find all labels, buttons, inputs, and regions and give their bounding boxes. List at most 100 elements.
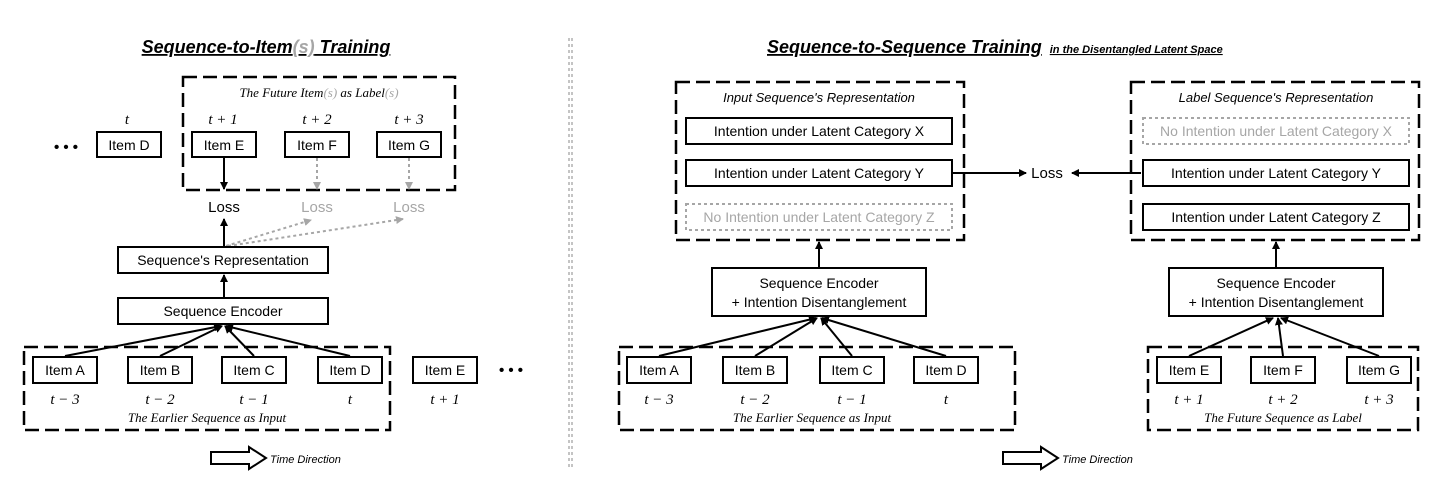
t-label-input: t − 2 bbox=[145, 392, 175, 408]
t-label-input: t bbox=[944, 392, 949, 408]
arrow-item-to-encoder bbox=[224, 325, 255, 357]
intention-row-label: Intention under Latent Category Y bbox=[1171, 165, 1382, 181]
t-label-input: t + 1 bbox=[430, 392, 459, 408]
item-box bbox=[1250, 356, 1316, 384]
intention-row-label: Intention under Latent Category Z bbox=[1171, 209, 1381, 225]
item-label: Item F bbox=[1263, 362, 1303, 378]
t-label-top: t bbox=[125, 112, 130, 128]
arrow-item-to-encoder bbox=[159, 325, 223, 357]
sequence-encoder-box bbox=[1168, 267, 1384, 317]
item-label: Item G bbox=[388, 137, 430, 153]
item-label: Item D bbox=[925, 362, 966, 378]
time-direction-arrow bbox=[1002, 445, 1060, 471]
item-label: Item B bbox=[140, 362, 180, 378]
item-label: Item E bbox=[204, 137, 244, 153]
arrow-rep-to-loss bbox=[225, 218, 312, 247]
label-representation-title: Label Sequence's Representation bbox=[1179, 90, 1374, 105]
intention-row bbox=[1142, 203, 1410, 231]
intention-row bbox=[685, 203, 953, 231]
label-representation-frame bbox=[1129, 80, 1421, 242]
arrow-item-to-encoder bbox=[1280, 316, 1380, 357]
item-box bbox=[127, 356, 193, 384]
future-items-frame bbox=[181, 75, 457, 192]
time-direction-label: Time Direction bbox=[1062, 454, 1133, 466]
item-label: Item C bbox=[831, 362, 872, 378]
intention-row-label: Intention under Latent Category Y bbox=[714, 165, 925, 181]
item-box bbox=[913, 356, 979, 384]
label-sequence-caption: The Future Sequence as Label bbox=[1204, 410, 1362, 425]
t-label-label: t + 2 bbox=[1268, 392, 1298, 408]
item-label: Item D bbox=[108, 137, 149, 153]
item-box bbox=[626, 356, 692, 384]
item-label: Item B bbox=[735, 362, 775, 378]
t-label-label: t + 1 bbox=[1174, 392, 1203, 408]
time-direction-label: Time Direction bbox=[270, 454, 341, 466]
input-sequence-caption: The Earlier Sequence as Input bbox=[128, 410, 287, 425]
sequence-encoder-label: + Intention Disentanglement bbox=[732, 294, 907, 310]
item-box bbox=[221, 356, 287, 384]
arrow-item-to-encoder bbox=[754, 317, 818, 357]
arrow-item-to-encoder bbox=[821, 316, 947, 357]
sequence-encoder-label: Sequence Encoder bbox=[163, 303, 282, 319]
sequence-encoder-label: + Intention Disentanglement bbox=[1189, 294, 1364, 310]
item-label: Item E bbox=[1169, 362, 1209, 378]
item-box bbox=[819, 356, 885, 384]
arrow-item-to-encoder bbox=[1274, 317, 1284, 357]
ellipsis-right: • • • bbox=[499, 362, 523, 379]
t-label-input: t − 3 bbox=[50, 392, 79, 408]
item-label: Item F bbox=[297, 137, 337, 153]
sequence-encoder-box bbox=[117, 297, 329, 325]
intention-row-label: Intention under Latent Category X bbox=[714, 123, 925, 139]
item-box bbox=[32, 356, 98, 384]
arrow-item-to-encoder bbox=[225, 323, 351, 357]
left-title: Sequence-to-Item(s) Training bbox=[142, 37, 391, 57]
sequence-encoder-label: Sequence Encoder bbox=[759, 275, 878, 291]
item-label: Item C bbox=[233, 362, 274, 378]
sequence-representation-box bbox=[117, 246, 329, 274]
item-label: Item A bbox=[639, 362, 679, 378]
item-box bbox=[191, 131, 257, 158]
t-label-input: t − 2 bbox=[740, 392, 770, 408]
t-label-input: t − 1 bbox=[239, 392, 268, 408]
t-label-input: t bbox=[348, 392, 353, 408]
arrow-rep-to-loss bbox=[227, 216, 404, 247]
intention-row bbox=[685, 117, 953, 145]
input-sequence-caption: The Earlier Sequence as Input bbox=[733, 410, 892, 425]
item-box bbox=[96, 131, 162, 158]
loss-label: Loss bbox=[393, 199, 425, 216]
item-label: Item A bbox=[45, 362, 85, 378]
item-label: Item E bbox=[425, 362, 465, 378]
loss-label: Loss bbox=[1031, 165, 1063, 182]
t-label-top: t + 3 bbox=[394, 112, 423, 128]
item-box bbox=[376, 131, 442, 158]
left-panel: Sequence-to-Item(s) Training The Future … bbox=[22, 37, 523, 471]
intention-row-label: No Intention under Latent Category Z bbox=[703, 209, 935, 225]
arrow-item-to-encoder bbox=[64, 323, 222, 357]
item-label: Item D bbox=[329, 362, 370, 378]
sequence-encoder-label: Sequence Encoder bbox=[1216, 275, 1335, 291]
t-label-top: t + 2 bbox=[302, 112, 332, 128]
sequence-representation-label: Sequence's Representation bbox=[137, 252, 309, 268]
sequence-encoder-box bbox=[711, 267, 927, 317]
intention-row bbox=[1142, 159, 1410, 187]
input-sequence-frame bbox=[22, 345, 392, 432]
future-items-caption: The Future Item(s) as Label(s) bbox=[239, 85, 398, 100]
input-representation-frame bbox=[674, 80, 966, 242]
time-direction-arrow bbox=[210, 445, 268, 471]
item-box bbox=[722, 356, 788, 384]
item-label: Item G bbox=[1358, 362, 1400, 378]
t-label-top: t + 1 bbox=[208, 112, 237, 128]
t-label-input: t − 3 bbox=[644, 392, 673, 408]
item-box bbox=[1346, 356, 1412, 384]
t-label-input: t − 1 bbox=[837, 392, 866, 408]
intention-row bbox=[1142, 117, 1410, 145]
item-box bbox=[1156, 356, 1222, 384]
intention-row-label: No Intention under Latent Category X bbox=[1160, 123, 1393, 139]
arrow-item-to-encoder bbox=[820, 317, 853, 357]
loss-label: Loss bbox=[208, 199, 240, 216]
input-representation-title: Input Sequence's Representation bbox=[723, 90, 915, 105]
item-box bbox=[284, 131, 350, 158]
loss-label: Loss bbox=[301, 199, 333, 216]
